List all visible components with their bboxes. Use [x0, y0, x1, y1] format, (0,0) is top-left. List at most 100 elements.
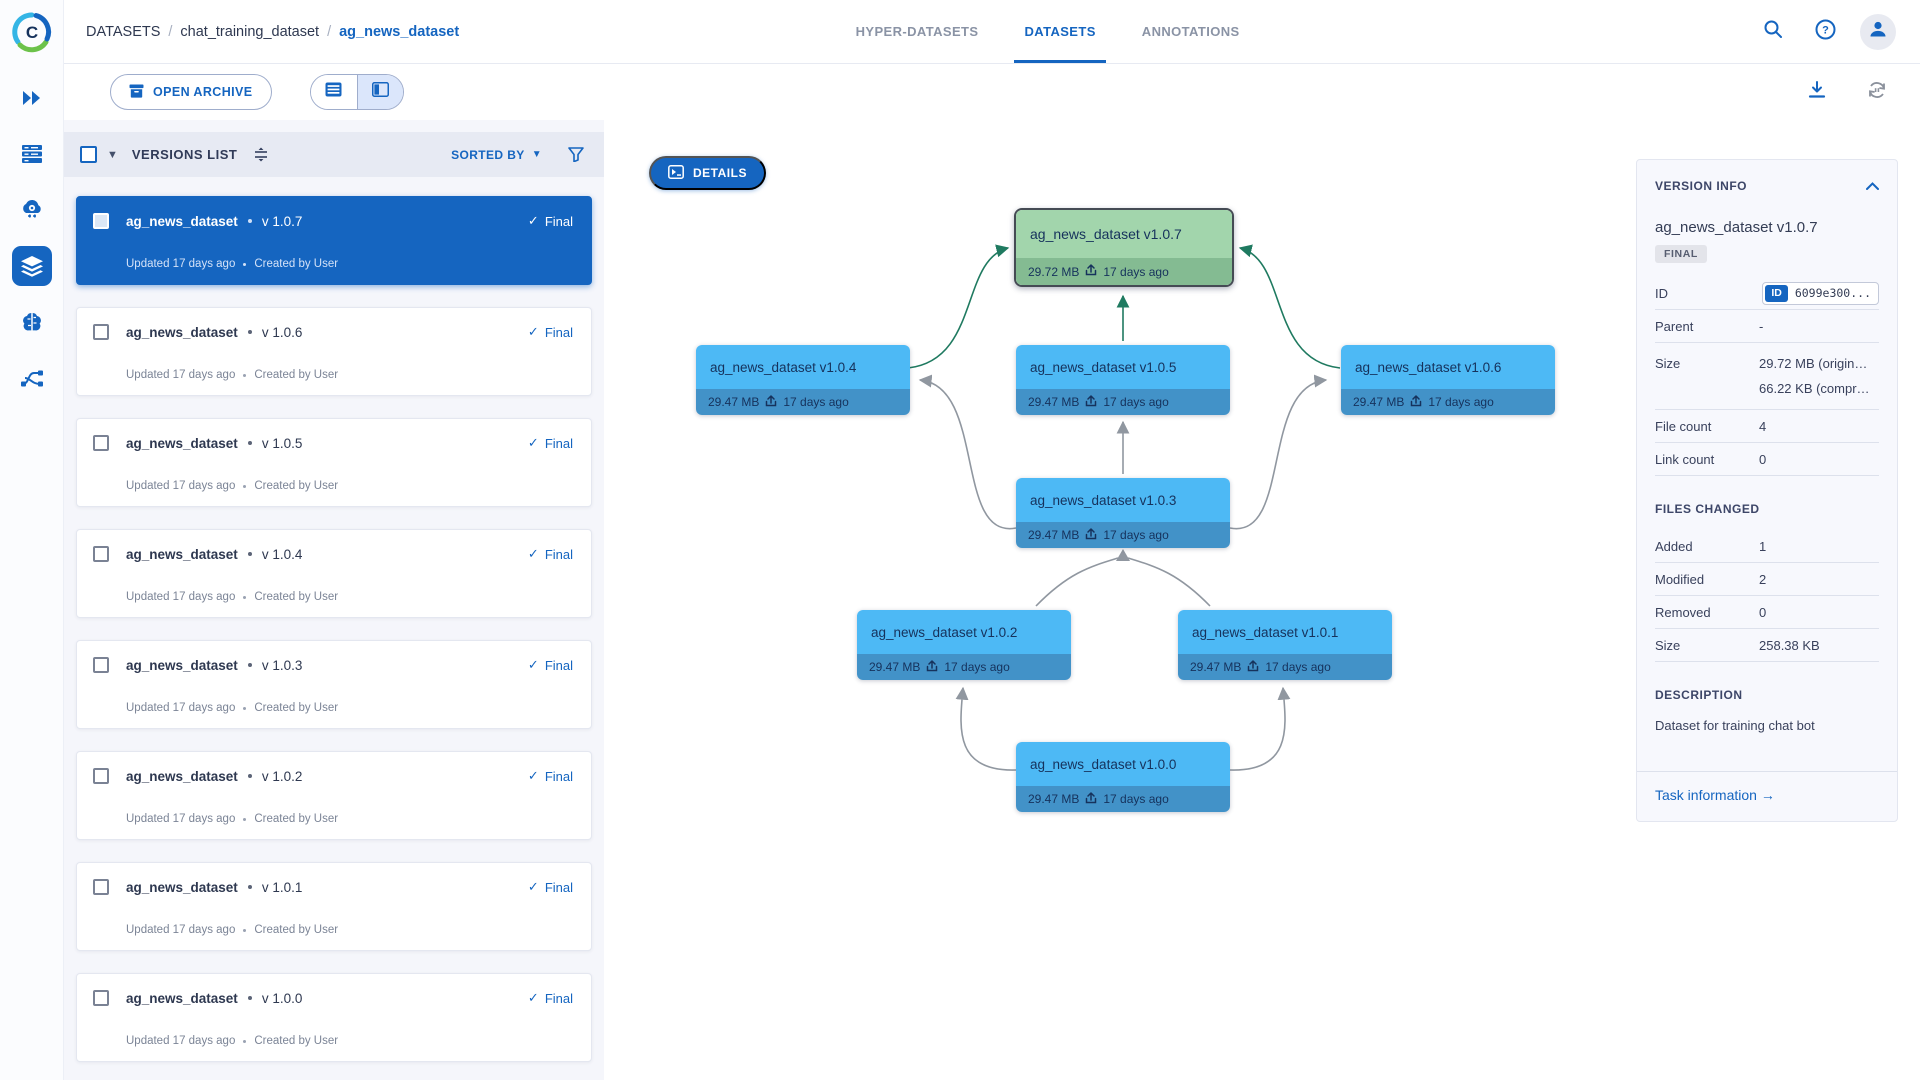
- graph-node[interactable]: ag_news_dataset v1.0.7 29.72 MB 17 days …: [1014, 208, 1234, 287]
- version-meta: Updated 17 days ago Created by User: [126, 591, 338, 603]
- version-checkbox[interactable]: [93, 435, 109, 451]
- status-label: Final: [544, 990, 573, 1006]
- sidebar-item-data-processing[interactable]: [12, 190, 52, 230]
- version-status: ✓ Final: [528, 213, 573, 229]
- node-strip: 29.47 MB 17 days ago: [1341, 389, 1555, 415]
- sidebar-item-pipelines[interactable]: [12, 358, 52, 398]
- collapse-chevron-up-icon[interactable]: [1866, 178, 1879, 193]
- version-card[interactable]: ag_news_dataset v 1.0.5 ✓ Final Updated …: [76, 418, 592, 507]
- node-strip: 29.47 MB 17 days ago: [1016, 786, 1230, 812]
- split-view-button[interactable]: [356, 75, 403, 109]
- created-by-label: Created by User: [254, 924, 339, 936]
- sidebar-item-datasets[interactable]: [11, 246, 52, 286]
- version-checkbox[interactable]: [93, 657, 109, 673]
- graph-node[interactable]: ag_news_dataset v1.0.2 29.47 MB 17 days …: [857, 610, 1071, 680]
- graph-node[interactable]: ag_news_dataset v1.0.0 29.47 MB 17 days …: [1016, 742, 1230, 812]
- graph-node[interactable]: ag_news_dataset v1.0.1 29.47 MB 17 days …: [1178, 610, 1392, 680]
- user-menu-button[interactable]: [1860, 13, 1896, 50]
- version-dataset-name: ag_news_dataset: [126, 990, 238, 1006]
- version-card[interactable]: ag_news_dataset v 1.0.6 ✓ Final Updated …: [76, 307, 592, 396]
- separator-dot: [247, 996, 252, 1000]
- clearml-logo: C: [10, 10, 54, 54]
- breadcrumb-current-dataset[interactable]: ag_news_dataset: [339, 23, 460, 40]
- open-archive-button[interactable]: OPEN ARCHIVE: [110, 74, 272, 110]
- parent-label: Parent: [1655, 318, 1694, 334]
- graph-node[interactable]: ag_news_dataset v1.0.3 29.47 MB 17 days …: [1016, 478, 1230, 548]
- breadcrumb-datasets[interactable]: DATASETS: [86, 23, 161, 40]
- version-card[interactable]: ag_news_dataset v 1.0.7 ✓ Final Updated …: [76, 196, 592, 285]
- version-meta: Updated 17 days ago Created by User: [126, 702, 338, 714]
- version-card[interactable]: ag_news_dataset v 1.0.1 ✓ Final Updated …: [76, 862, 592, 951]
- details-label: DETAILS: [693, 166, 747, 180]
- version-card[interactable]: ag_news_dataset v 1.0.3 ✓ Final Updated …: [76, 640, 592, 729]
- version-card[interactable]: ag_news_dataset v 1.0.4 ✓ Final Updated …: [76, 529, 592, 618]
- node-age: 17 days ago: [1103, 792, 1169, 806]
- header-icons: ?: [1756, 0, 1896, 63]
- node-strip: 29.47 MB 17 days ago: [1178, 654, 1392, 680]
- description-title: DESCRIPTION: [1655, 688, 1743, 702]
- sorted-by-dropdown[interactable]: SORTED BY ▼: [451, 148, 542, 162]
- node-strip: 29.72 MB 17 days ago: [1016, 258, 1232, 285]
- versions-list-header: ▼ VERSIONS LIST SORTED BY ▼: [64, 132, 604, 177]
- sidebar-item-models[interactable]: [12, 302, 52, 342]
- separator-dot: [247, 885, 252, 889]
- version-status: ✓ Final: [528, 768, 573, 784]
- version-checkbox[interactable]: [93, 879, 109, 895]
- graph-node[interactable]: ag_news_dataset v1.0.4 29.47 MB 17 days …: [696, 345, 910, 415]
- tab-annotations[interactable]: ANNOTATIONS: [1141, 24, 1240, 39]
- help-button[interactable]: ?: [1808, 15, 1842, 49]
- select-all-checkbox[interactable]: [80, 146, 97, 163]
- node-title: ag_news_dataset v1.0.1: [1178, 610, 1392, 654]
- select-all-caret-icon[interactable]: ▼: [107, 148, 118, 161]
- graph-node[interactable]: ag_news_dataset v1.0.6 29.47 MB 17 days …: [1341, 345, 1555, 415]
- version-info-title: VERSION INFO: [1655, 178, 1748, 193]
- tab-datasets[interactable]: DATASETS: [1014, 0, 1106, 63]
- svg-text:?: ?: [1822, 24, 1829, 36]
- sort-order-icon[interactable]: [253, 147, 269, 162]
- breadcrumb: DATASETS / chat_training_dataset / ag_ne…: [86, 0, 459, 63]
- dataset-toolbar: OPEN ARCHIVE: [64, 64, 1920, 120]
- version-card[interactable]: ag_news_dataset v 1.0.0 ✓ Final Updated …: [76, 973, 592, 1062]
- node-title: ag_news_dataset v1.0.4: [696, 345, 910, 389]
- version-dataset-name: ag_news_dataset: [126, 879, 238, 895]
- search-button[interactable]: [1756, 15, 1790, 49]
- tab-hyper-datasets[interactable]: HYPER-DATASETS: [855, 24, 979, 39]
- auto-refresh-button[interactable]: [1860, 75, 1894, 109]
- files-changed-title: FILES CHANGED: [1655, 502, 1760, 516]
- open-archive-label: OPEN ARCHIVE: [153, 85, 253, 99]
- upload-icon: [1085, 264, 1097, 279]
- node-size: 29.72 MB: [1028, 264, 1080, 279]
- filter-funnel-icon[interactable]: [568, 147, 584, 162]
- table-view-button[interactable]: [310, 75, 357, 109]
- version-checkbox[interactable]: [93, 768, 109, 784]
- expand-sidebar-button[interactable]: [12, 78, 52, 118]
- version-checkbox[interactable]: [93, 213, 109, 229]
- versions-list-title: VERSIONS LIST: [131, 147, 238, 162]
- check-icon: ✓: [527, 213, 539, 228]
- info-panel-footer: Task information →: [1637, 771, 1897, 821]
- node-strip: 29.47 MB 17 days ago: [857, 654, 1071, 680]
- breadcrumb-project[interactable]: chat_training_dataset: [180, 23, 320, 40]
- check-icon: ✓: [527, 768, 539, 783]
- header-tabs: HYPER-DATASETS DATASETS ANNOTATIONS: [459, 0, 1636, 63]
- id-chip[interactable]: ID 6099e300...: [1762, 281, 1879, 305]
- content-region: ▼ VERSIONS LIST SORTED BY ▼: [64, 120, 1920, 1080]
- version-checkbox[interactable]: [93, 546, 109, 562]
- version-number: v 1.0.2: [261, 768, 303, 784]
- updated-label: Updated 17 days ago: [126, 369, 236, 381]
- id-value: 6099e300...: [1794, 286, 1871, 300]
- version-checkbox[interactable]: [93, 324, 109, 340]
- version-checkbox[interactable]: [93, 990, 109, 1006]
- graph-node[interactable]: ag_news_dataset v1.0.5 29.47 MB 17 days …: [1016, 345, 1230, 415]
- task-information-link[interactable]: Task information →: [1655, 787, 1775, 803]
- version-card[interactable]: ag_news_dataset v 1.0.2 ✓ Final Updated …: [76, 751, 592, 840]
- upload-icon: [1085, 527, 1097, 543]
- separator-dot: [247, 441, 252, 445]
- details-button[interactable]: DETAILS: [649, 156, 766, 190]
- download-button[interactable]: [1800, 75, 1834, 109]
- search-icon: [1763, 19, 1783, 44]
- status-label: Final: [544, 213, 573, 229]
- sidebar-item-projects[interactable]: [12, 134, 52, 174]
- created-by-label: Created by User: [254, 369, 339, 381]
